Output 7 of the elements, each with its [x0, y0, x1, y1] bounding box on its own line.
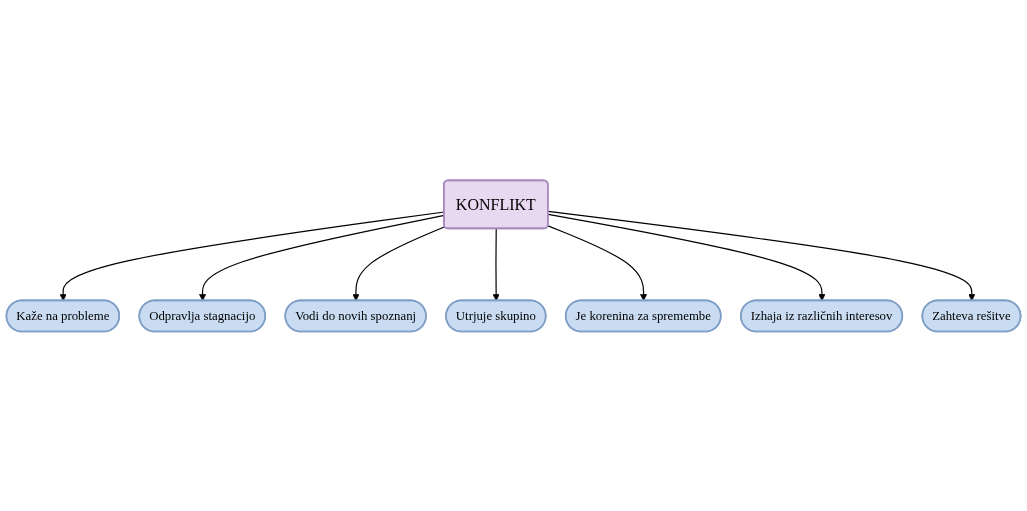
- arrow: [59, 210, 445, 301]
- arrow: [547, 224, 648, 301]
- arrow: [199, 214, 445, 301]
- arrow: [547, 213, 826, 301]
- arrow: [352, 225, 446, 301]
- arrow: [547, 210, 976, 301]
- arrow: [492, 227, 500, 301]
